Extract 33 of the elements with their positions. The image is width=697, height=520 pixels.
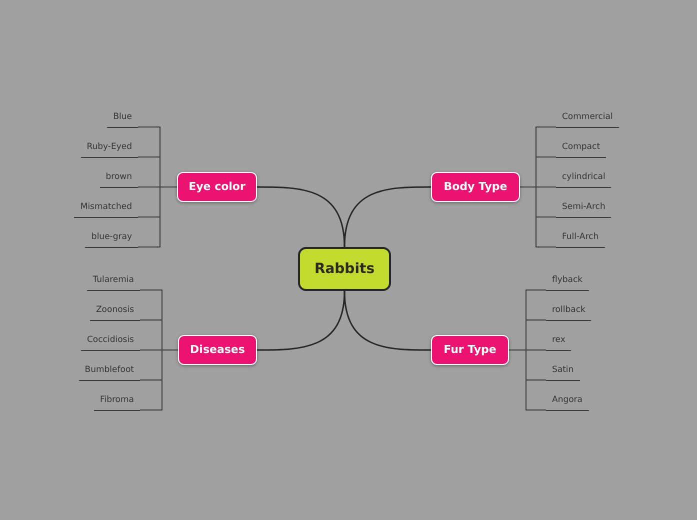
subtopic-label: rollback [546,302,592,321]
curved-connector [257,186,346,248]
topic-box: Body Type [431,172,520,202]
central-topic: Rabbits [298,247,391,291]
subtopic-label: rex [546,332,572,351]
curved-connector [344,186,431,248]
subtopic-label: Coccidiosis [80,332,140,351]
curved-connector [257,290,346,351]
subtopic-label: Angora [546,392,589,411]
topic-box: Fur Type [431,335,509,365]
subtopic-label: Satin [546,362,580,381]
branch-line [138,186,178,248]
subtopic-label: Fibroma [94,392,140,411]
subtopic-label: Ruby-Eyed [80,139,138,158]
subtopic-label: blue-gray [85,229,138,248]
subtopic-label: Semi-Arch [556,199,612,218]
curved-connector [344,290,431,351]
subtopic-label: flyback [546,272,589,291]
subtopic-label: cylindrical [556,169,612,188]
topic-box: Diseases [178,335,257,365]
branch-line [508,350,546,410]
branch-line [140,350,178,410]
branch-line [520,186,556,248]
subtopic-label: Bumblefoot [78,362,140,381]
topic-box: Eye color [177,172,257,202]
subtopic-label: Compact [556,139,606,158]
subtopic-label: brown [100,169,138,188]
subtopic-label: Commercial [556,109,619,128]
subtopic-label: Tularemia [86,272,140,291]
subtopic-label: Mismatched [74,199,138,218]
subtopic-label: Full-Arch [556,229,605,248]
subtopic-label: Zoonosis [90,302,140,321]
subtopic-label: Blue [107,109,138,128]
